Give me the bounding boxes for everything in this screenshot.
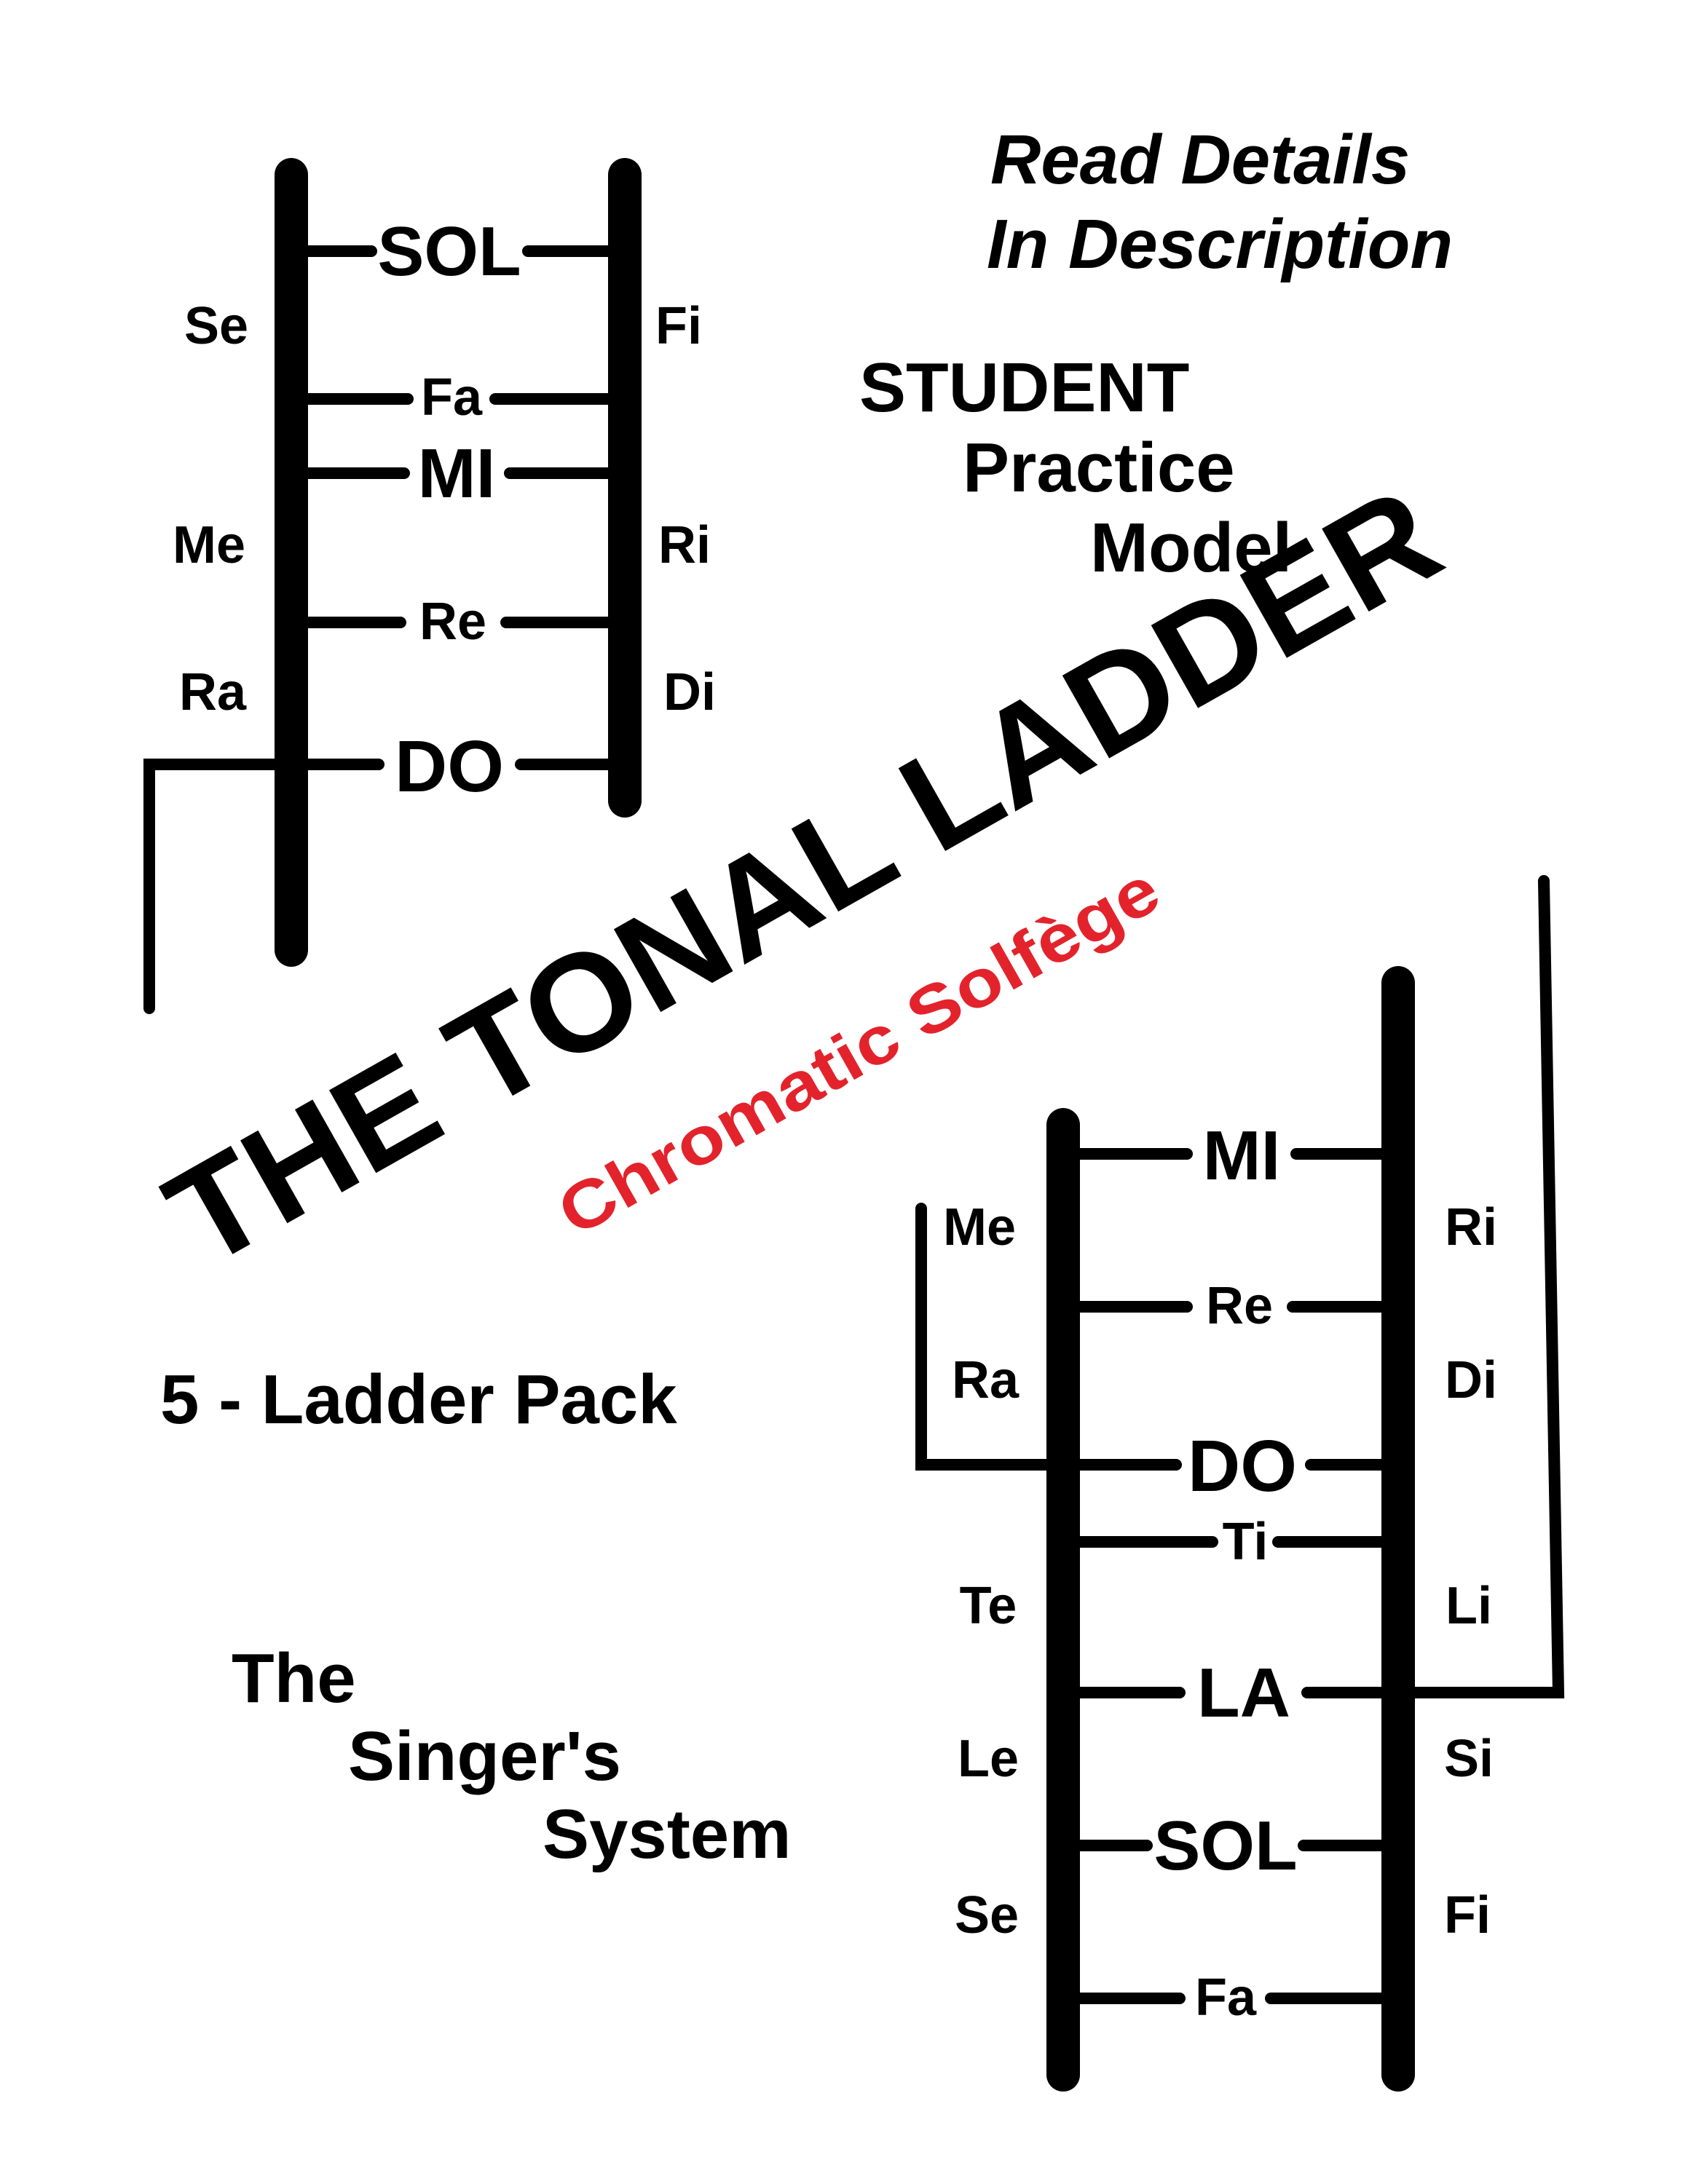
- bottom-right-label-li: Li: [1446, 1577, 1492, 1635]
- top-ladder-labels: SOL Fa MI Re DO Se Me Ra Fi Ri Di: [173, 213, 716, 807]
- system-line3: System: [543, 1795, 792, 1873]
- bottom-right-label-di: Di: [1445, 1351, 1497, 1409]
- subtitle-line1: STUDENT: [859, 349, 1189, 427]
- bottom-ladder: [915, 875, 1565, 2092]
- top-right-label-ri: Ri: [658, 516, 711, 574]
- header-note-line1: Read Details: [990, 121, 1410, 199]
- bottom-left-label-te: Te: [960, 1577, 1017, 1635]
- top-left-label-me: Me: [173, 516, 245, 574]
- top-rung-label-do: DO: [395, 726, 504, 807]
- top-rung-label-sol: SOL: [377, 213, 521, 290]
- header-note-line2: In Description: [987, 205, 1453, 283]
- bottom-left-label-ra: Ra: [952, 1351, 1019, 1409]
- top-rung-label-re: Re: [419, 593, 486, 651]
- bottom-right-label-ri: Ri: [1445, 1198, 1497, 1257]
- bottom-rung-label-re: Re: [1206, 1277, 1273, 1335]
- top-ladder-bracket: [143, 759, 283, 1014]
- top-left-label-ra: Ra: [179, 663, 247, 721]
- bottom-ladder-left-bracket: [915, 1203, 1054, 1471]
- top-rung-label-fa: Fa: [421, 368, 483, 427]
- bottom-right-label-fi: Fi: [1444, 1886, 1491, 1944]
- bottom-rung-label-sol: SOL: [1153, 1807, 1297, 1885]
- bottom-ladder-labels: MI Re DO Ti LA SOL Fa Me Ra Te Le Se Ri …: [943, 1117, 1497, 2027]
- bottom-rung-label-fa: Fa: [1195, 1969, 1257, 2027]
- singers-system: The Singer's System: [232, 1639, 792, 1873]
- bottom-left-label-se: Se: [955, 1886, 1019, 1944]
- top-right-label-fi: Fi: [655, 297, 702, 355]
- bottom-rung-label-la: LA: [1197, 1654, 1290, 1732]
- bottom-right-label-si: Si: [1444, 1730, 1494, 1788]
- subtitle-line2: Practice: [963, 429, 1235, 507]
- bottom-left-label-me: Me: [943, 1198, 1016, 1257]
- student-practice-model: STUDENT Practice Model: [859, 349, 1292, 587]
- bottom-left-label-le: Le: [958, 1730, 1019, 1788]
- pack-label: 5 - Ladder Pack: [160, 1361, 677, 1439]
- bottom-rung-label-ti: Ti: [1223, 1513, 1269, 1571]
- top-ladder: [143, 158, 642, 1014]
- subtitle-line3: Model: [1090, 509, 1292, 587]
- bottom-rung-label-do: DO: [1188, 1425, 1297, 1507]
- header-note: Read Details In Description: [987, 121, 1453, 283]
- top-left-label-se: Se: [184, 297, 248, 355]
- bottom-ladder-right-bracket: [1407, 875, 1565, 1698]
- bottom-rung-label-mi: MI: [1203, 1117, 1281, 1195]
- system-line2: Singer's: [348, 1717, 621, 1795]
- top-rung-label-mi: MI: [418, 435, 496, 513]
- top-right-label-di: Di: [663, 663, 716, 721]
- system-line1: The: [232, 1639, 356, 1717]
